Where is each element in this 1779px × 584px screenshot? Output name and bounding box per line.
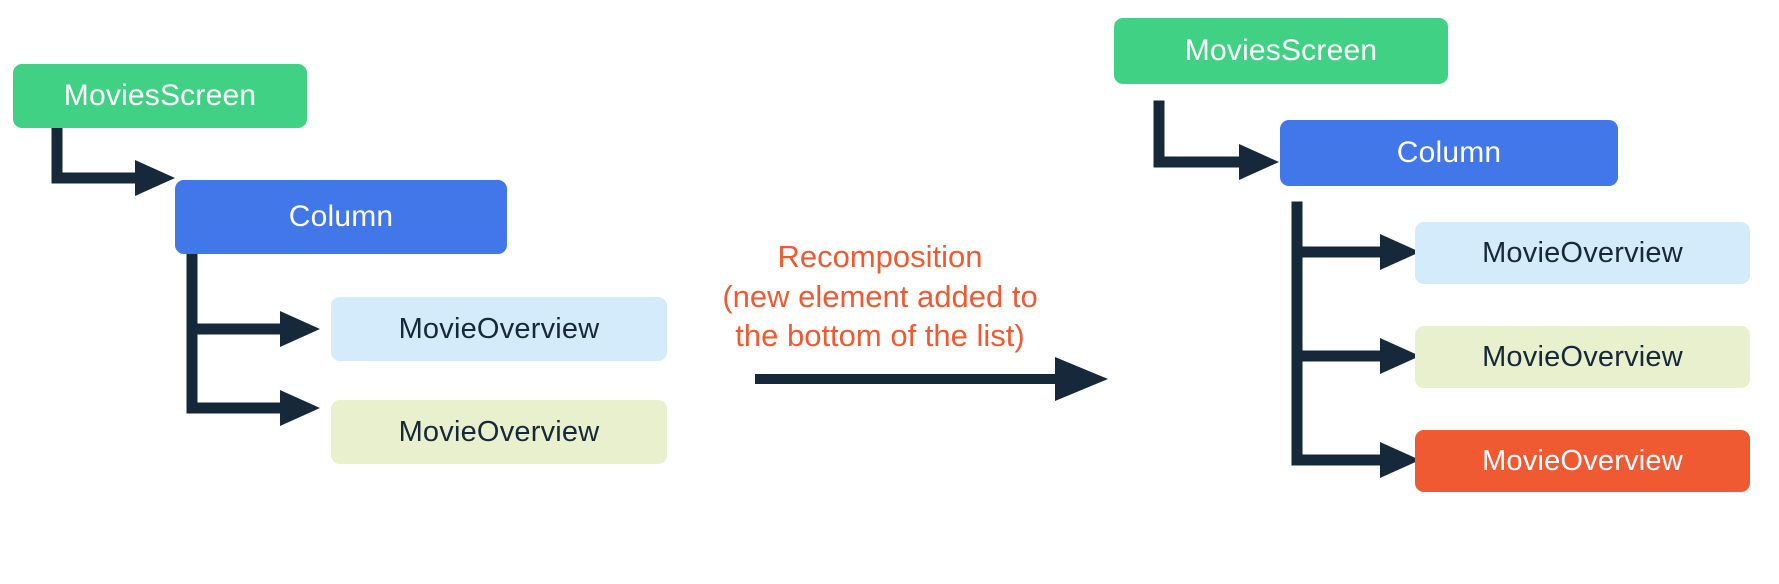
- node-after-movie-overview-1[interactable]: MovieOverview: [1415, 222, 1750, 284]
- node-label: MovieOverview: [398, 415, 600, 448]
- node-before-movies-screen[interactable]: MoviesScreen: [13, 64, 307, 128]
- recomposition-text-line-2: (new element added to: [722, 279, 1038, 315]
- node-label: MovieOverview: [1482, 340, 1683, 373]
- node-after-movies-screen[interactable]: MoviesScreen: [1114, 18, 1448, 84]
- node-before-column[interactable]: Column: [175, 180, 507, 254]
- node-before-movie-overview-2[interactable]: MovieOverview: [331, 400, 667, 464]
- node-after-movie-overview-3-new[interactable]: MovieOverview: [1415, 430, 1750, 492]
- node-label: Column: [288, 200, 394, 233]
- recomposition-text-line-3: the bottom of the list): [735, 318, 1025, 354]
- node-label: MovieOverview: [1482, 444, 1683, 477]
- recomposition-label-line-1: Recomposition: [700, 198, 1060, 276]
- node-label: MoviesScreen: [1184, 34, 1378, 67]
- node-label: MovieOverview: [398, 312, 600, 345]
- connector-left-root-to-column: [51, 118, 175, 196]
- node-label: MoviesScreen: [63, 79, 257, 112]
- node-before-movie-overview-1[interactable]: MovieOverview: [331, 297, 667, 361]
- recomposition-label-line-3: the bottom of the list): [680, 277, 1080, 355]
- recomposition-text-line-1: Recomposition: [777, 239, 983, 275]
- recomposition-label-line-2: (new element added to: [680, 238, 1080, 316]
- node-label: MovieOverview: [1482, 236, 1683, 269]
- node-after-movie-overview-2[interactable]: MovieOverview: [1415, 326, 1750, 388]
- recomposition-flow-arrow: [755, 357, 1108, 401]
- node-after-column[interactable]: Column: [1280, 120, 1618, 186]
- node-label: Column: [1396, 136, 1502, 169]
